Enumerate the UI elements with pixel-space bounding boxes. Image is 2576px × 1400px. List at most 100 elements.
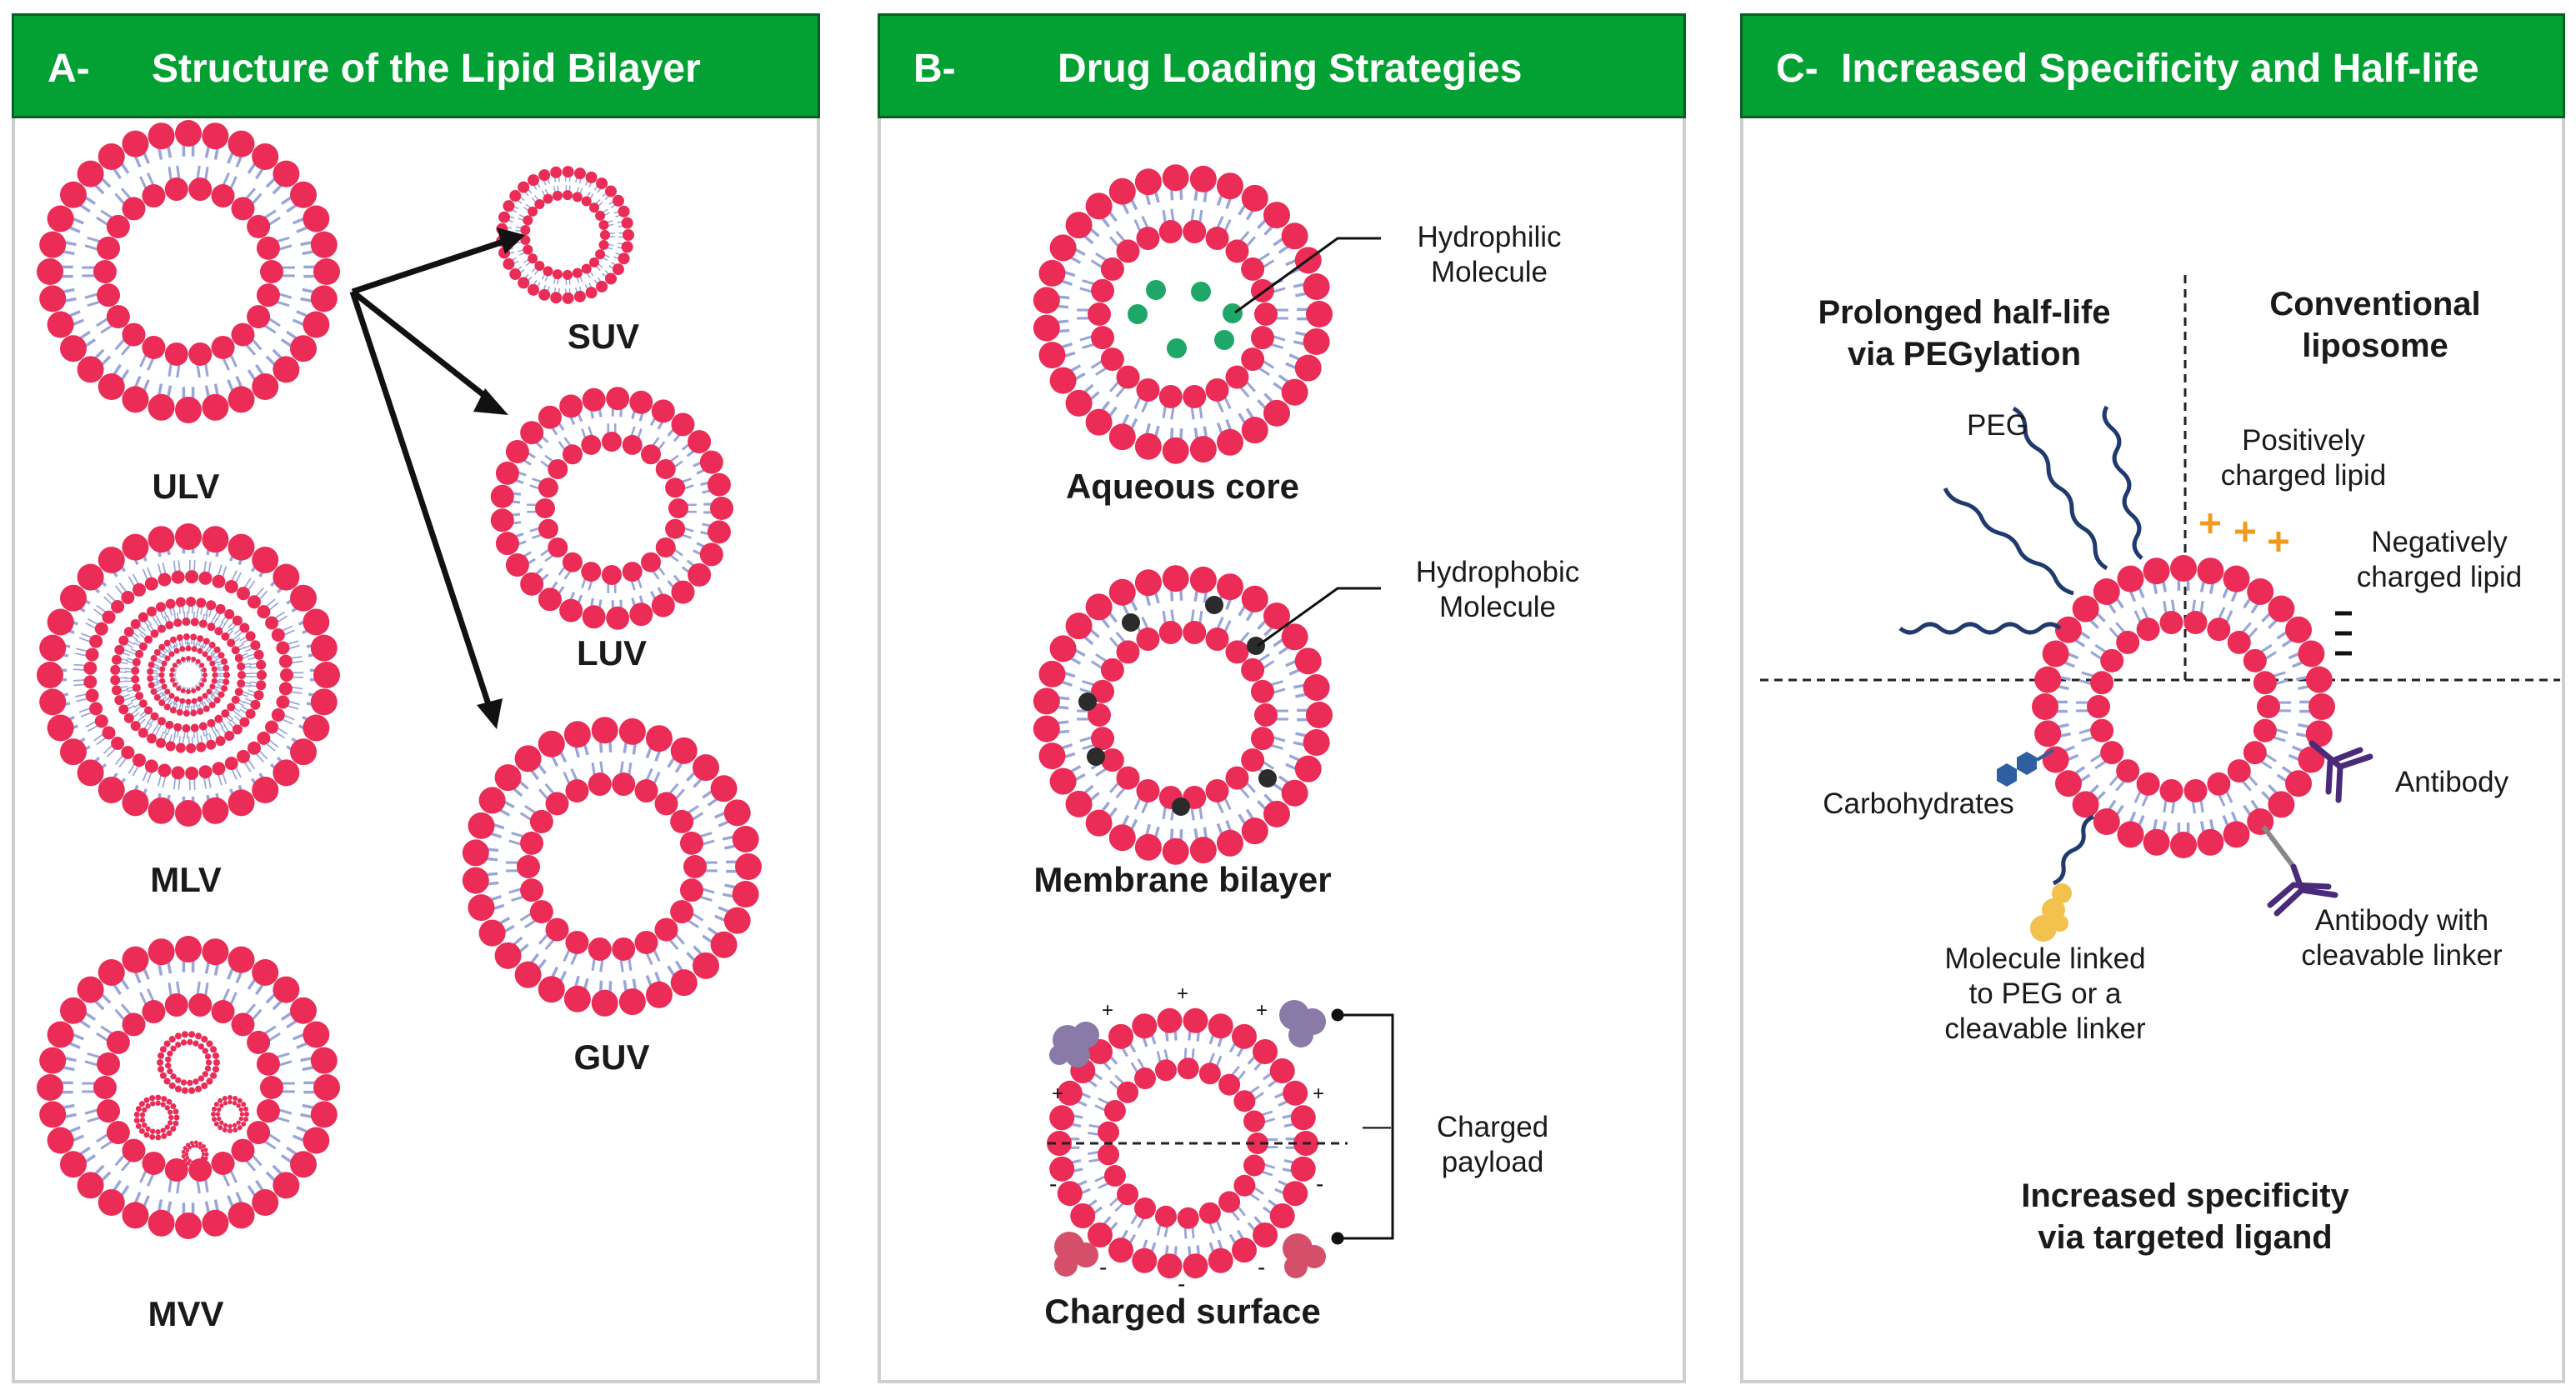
panel-c-diagram — [1760, 275, 2560, 942]
panel-c-letter: C- — [1776, 47, 1818, 91]
label-mlv: MLV — [150, 860, 222, 899]
cleavable-linker — [2261, 825, 2296, 868]
liposome-luv — [490, 387, 733, 630]
payload-red-right — [1283, 1233, 1326, 1278]
label-charged-payload: Charged payload — [1437, 1110, 1548, 1180]
panel-a-letter: A- — [48, 47, 90, 91]
svg-text:+: + — [1256, 999, 1268, 1022]
label-aqueous-core: Aqueous core — [1065, 467, 1300, 506]
label-negatively-charged-lipid: Negatively charged lipid — [2357, 525, 2522, 595]
label-molecule-linked: Molecule linked to PEG or a cleavable li… — [1944, 942, 2145, 1047]
liposome-aqueous-core — [1033, 164, 1333, 464]
carbohydrates-linker — [2035, 748, 2055, 762]
panel-b-header: B- Drug Loading Strategies — [878, 13, 1686, 118]
svg-text:-: - — [1178, 1271, 1185, 1297]
peg-chains — [1898, 405, 2143, 886]
panel-c-header: C- Increased Specificity and Half-life — [1740, 13, 2565, 118]
svg-text:+: + — [1177, 982, 1188, 1005]
label-increased-specificity: Increased specificity via targeted ligan… — [2021, 1175, 2349, 1258]
panel-a-header: A- Structure of the Lipid Bilayer — [12, 13, 820, 118]
positive-charge-icons — [2200, 513, 2288, 552]
label-guv: GUV — [573, 1038, 650, 1077]
svg-text:+: + — [1102, 999, 1113, 1022]
panel-b-title: Drug Loading Strategies — [1058, 47, 1523, 91]
svg-text:-: - — [1049, 1171, 1057, 1197]
label-positively-charged-lipid: Positively charged lipid — [2221, 423, 2386, 493]
arrow-to-suv — [351, 228, 525, 295]
label-minus-sign: — — [1363, 1110, 1391, 1142]
label-molecule-line3: cleavable linker — [1944, 1012, 2146, 1045]
label-suv: SUV — [567, 317, 640, 356]
panel-c: C- Increased Specificity and Half-life — [1740, 13, 2565, 1383]
label-conventional-liposome: Conventional liposome — [2269, 283, 2480, 367]
liposome-membrane-bilayer — [1033, 565, 1333, 865]
label-hydrophobic-line2: Molecule — [1438, 591, 1557, 623]
liposome-guv — [462, 717, 762, 1017]
arrow-to-luv — [350, 289, 508, 415]
panel-a-diagram — [37, 120, 762, 1239]
label-conventional-line2: liposome — [2302, 328, 2448, 364]
label-hydrophilic-line1: Hydrophilic — [1417, 221, 1562, 253]
panel-b-letter: B- — [913, 47, 956, 91]
label-molecule-line2: to PEG or a — [1968, 978, 2122, 1010]
label-hydrophilic-molecule: Hydrophilic Molecule — [1417, 220, 1561, 290]
liposome-mvv — [37, 936, 340, 1239]
panel-b-diagram: + + + + + - - - - - — [1033, 164, 1394, 1297]
panel-c-title: Increased Specificity and Half-life — [1841, 47, 2479, 91]
label-positive-line1: Positively — [2242, 424, 2365, 457]
hydrophobic-pointer — [1257, 587, 1381, 648]
svg-text:-: - — [1316, 1171, 1323, 1197]
label-hydrophobic-line1: Hydrophobic — [1415, 556, 1580, 588]
antibody-with-linker-icon — [2267, 863, 2338, 917]
label-charged-surface: Charged surface — [1044, 1292, 1321, 1331]
liposome-mlv — [37, 523, 340, 827]
svg-text:-: - — [1099, 1254, 1107, 1280]
panel-a: A- Structure of the Lipid Bilayer ULV ML… — [12, 13, 820, 1383]
negative-charge-icons — [2335, 611, 2352, 656]
label-prolonged-line2: via PEGylation — [1847, 336, 2082, 372]
peg-linked-molecule — [2030, 883, 2072, 942]
carbohydrates-icon — [1997, 752, 2037, 787]
label-specificity-line1: Increased specificity — [2021, 1178, 2349, 1214]
label-positive-line2: charged lipid — [2220, 459, 2387, 492]
label-molecule-line1: Molecule linked — [1944, 942, 2146, 975]
label-antibody-with-linker: Antibody with cleavable linker — [2301, 903, 2502, 973]
antibody-icon — [2308, 740, 2373, 803]
label-negative-line2: charged lipid — [2356, 561, 2523, 593]
label-antibody: Antibody — [2394, 766, 2509, 798]
label-luv: LUV — [577, 633, 647, 672]
liposome-ulv — [37, 120, 340, 423]
payload-purple-right — [1279, 1000, 1326, 1048]
label-antibody-linker-line2: cleavable linker — [2301, 939, 2503, 972]
hydrophilic-pointer — [1234, 237, 1381, 314]
liposome-central — [2032, 555, 2335, 858]
label-prolonged-line1: Prolonged half-life — [1818, 294, 2111, 331]
payload-bracket — [1331, 1008, 1394, 1245]
hydrophobic-molecules — [1078, 596, 1277, 816]
hydrophilic-molecules — [1128, 280, 1243, 358]
panel-a-title: Structure of the Lipid Bilayer — [152, 47, 701, 91]
label-conventional-line1: Conventional — [2269, 286, 2481, 322]
label-specificity-line2: via targeted ligand — [2038, 1219, 2333, 1256]
label-membrane-bilayer: Membrane bilayer — [1033, 860, 1332, 899]
liposome-charged-surface — [1047, 1008, 1318, 1279]
label-hydrophilic-line2: Molecule — [1430, 256, 1548, 288]
label-mvv: MVV — [148, 1294, 224, 1333]
negative-charges: - - - - - — [1049, 1171, 1323, 1297]
arrow-to-guv — [349, 290, 503, 729]
label-negative-line1: Negatively — [2371, 526, 2508, 558]
label-charged-line2: payload — [1441, 1146, 1544, 1178]
panel-b: B- Drug Loading Strategies — [878, 13, 1686, 1383]
svg-text:+: + — [1052, 1082, 1063, 1105]
label-charged-line1: Charged — [1436, 1111, 1549, 1143]
label-prolonged-half-life: Prolonged half-life via PEGylation — [1818, 292, 2110, 375]
label-antibody-linker-line1: Antibody with — [2314, 904, 2489, 937]
payload-purple-left — [1049, 1022, 1099, 1068]
label-hydrophobic-molecule: Hydrophobic Molecule — [1416, 555, 1580, 625]
svg-text:+: + — [1313, 1082, 1324, 1105]
label-ulv: ULV — [152, 467, 220, 506]
positive-charges: + + + + + — [1052, 982, 1324, 1105]
label-peg: PEG — [1967, 409, 2028, 442]
payload-red-left — [1054, 1232, 1098, 1277]
svg-text:-: - — [1258, 1254, 1265, 1280]
